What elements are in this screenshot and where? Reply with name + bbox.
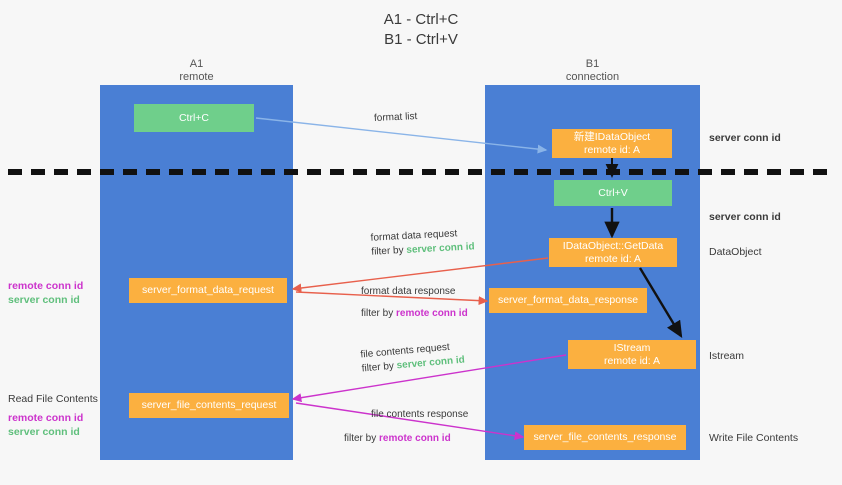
node-server-file-contents-response[interactable]: server_file_contents_response	[524, 425, 686, 450]
edge-file-contents-response-filter: filter by remote conn id	[344, 432, 468, 446]
node-server-format-data-response[interactable]: server_format_data_response	[489, 288, 647, 313]
node-istream-line2: remote id: A	[603, 354, 661, 367]
annotation-left-file-server: server conn id	[8, 426, 80, 438]
annotation-left-file-remote: remote conn id	[8, 412, 84, 424]
annotation-istream: Istream	[709, 350, 745, 362]
node-idataobject-getdata[interactable]: IDataObject::GetData remote id: A	[549, 238, 677, 267]
annotation-left-format-remote: remote conn id	[8, 280, 84, 292]
edge-label-format-list: format list	[374, 110, 418, 126]
edge-label-file-contents-request: file contents request filter by server c…	[360, 340, 465, 377]
edge-format-data-response-line1: format data response	[361, 286, 456, 297]
node-new-idataobject-line1: 新建IDataObject	[573, 130, 651, 143]
filter-prefix: filter by	[344, 433, 380, 444]
filter-value-remote-conn-id: remote conn id	[379, 433, 451, 444]
node-getdata-line2: remote id: A	[584, 252, 642, 265]
node-ctrl-v-label: Ctrl+V	[598, 186, 628, 199]
edge-label-format-data-request: format data request filter by server con…	[370, 226, 475, 259]
column-b1-sub: connection	[565, 71, 620, 83]
edge-label-format-list-text: format list	[373, 111, 418, 124]
edge-format-data-response-filter: filter by remote conn id	[361, 307, 468, 321]
filter-prefix: filter by	[361, 308, 397, 319]
column-a1-name: A1	[189, 58, 204, 70]
annotation-server-conn-id-top: server conn id	[709, 132, 781, 144]
filter-prefix: filter by	[361, 360, 398, 375]
node-istream-line1: IStream	[613, 341, 651, 354]
node-new-idataobject-line2: remote id: A	[583, 143, 641, 156]
title-line-1: A1 - Ctrl+C	[383, 11, 459, 28]
edge-label-file-contents-response: file contents response filter by remote …	[344, 408, 469, 446]
node-server-file-contents-request[interactable]: server_file_contents_request	[129, 393, 289, 418]
node-server-format-data-request[interactable]: server_format_data_request	[129, 278, 287, 303]
filter-value-remote-conn-id: remote conn id	[396, 308, 468, 319]
node-istream[interactable]: IStream remote id: A	[568, 340, 696, 369]
node-ctrl-c[interactable]: Ctrl+C	[134, 104, 254, 132]
node-server-format-data-request-label: server_format_data_request	[142, 284, 274, 296]
annotation-left-file-conn-ids: remote conn id server conn id	[8, 411, 83, 439]
column-b1-name: B1	[585, 58, 600, 70]
column-header-b1: B1 connection	[526, 58, 659, 84]
annotation-dataobject: DataObject	[709, 246, 762, 258]
filter-value-server-conn-id: server conn id	[406, 241, 475, 256]
annotation-left-format-server: server conn id	[8, 294, 80, 306]
column-header-a1: A1 remote	[130, 58, 263, 84]
edge-file-contents-response-line1: file contents response	[371, 409, 469, 420]
node-server-file-contents-response-label: server_file_contents_response	[533, 431, 677, 443]
annotation-left-format-conn-ids: remote conn id server conn id	[8, 279, 83, 307]
annotation-write-file-contents: Write File Contents	[709, 432, 799, 444]
edge-label-format-data-response: format data response filter by remote co…	[361, 285, 468, 321]
filter-prefix: filter by	[371, 244, 407, 258]
node-server-format-data-response-label: server_format_data_response	[497, 294, 639, 306]
node-getdata-line1: IDataObject::GetData	[562, 239, 664, 252]
column-a1-sub: remote	[179, 71, 214, 83]
annotation-read-file-contents: Read File Contents	[8, 393, 98, 405]
node-ctrl-v[interactable]: Ctrl+V	[554, 180, 672, 206]
diagram-title: A1 - Ctrl+C B1 - Ctrl+V	[0, 10, 842, 50]
node-new-idataobject[interactable]: 新建IDataObject remote id: A	[552, 129, 672, 158]
title-line-2: B1 - Ctrl+V	[384, 31, 458, 48]
annotation-server-conn-id-second: server conn id	[709, 211, 781, 223]
node-ctrl-c-label: Ctrl+C	[178, 111, 210, 124]
node-server-file-contents-request-label: server_file_contents_request	[141, 399, 277, 411]
